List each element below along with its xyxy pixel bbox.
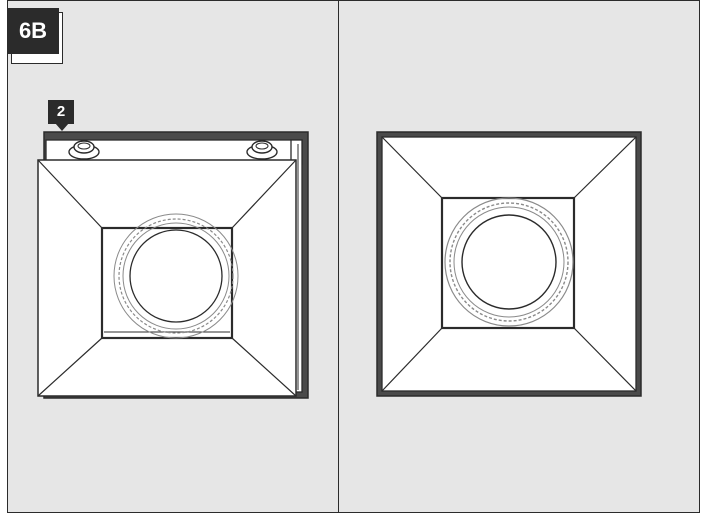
right-fixture: [376, 131, 642, 397]
step-badge: 6B: [7, 8, 63, 64]
spring-clip-right: [246, 140, 278, 160]
spring-clip-left: [68, 140, 100, 160]
callout-pointer-icon: [55, 123, 69, 131]
left-fixture: [37, 131, 309, 399]
callout-badge: 2: [48, 100, 74, 124]
installed-aperture: [440, 196, 576, 330]
step-label: 6B: [7, 8, 59, 54]
